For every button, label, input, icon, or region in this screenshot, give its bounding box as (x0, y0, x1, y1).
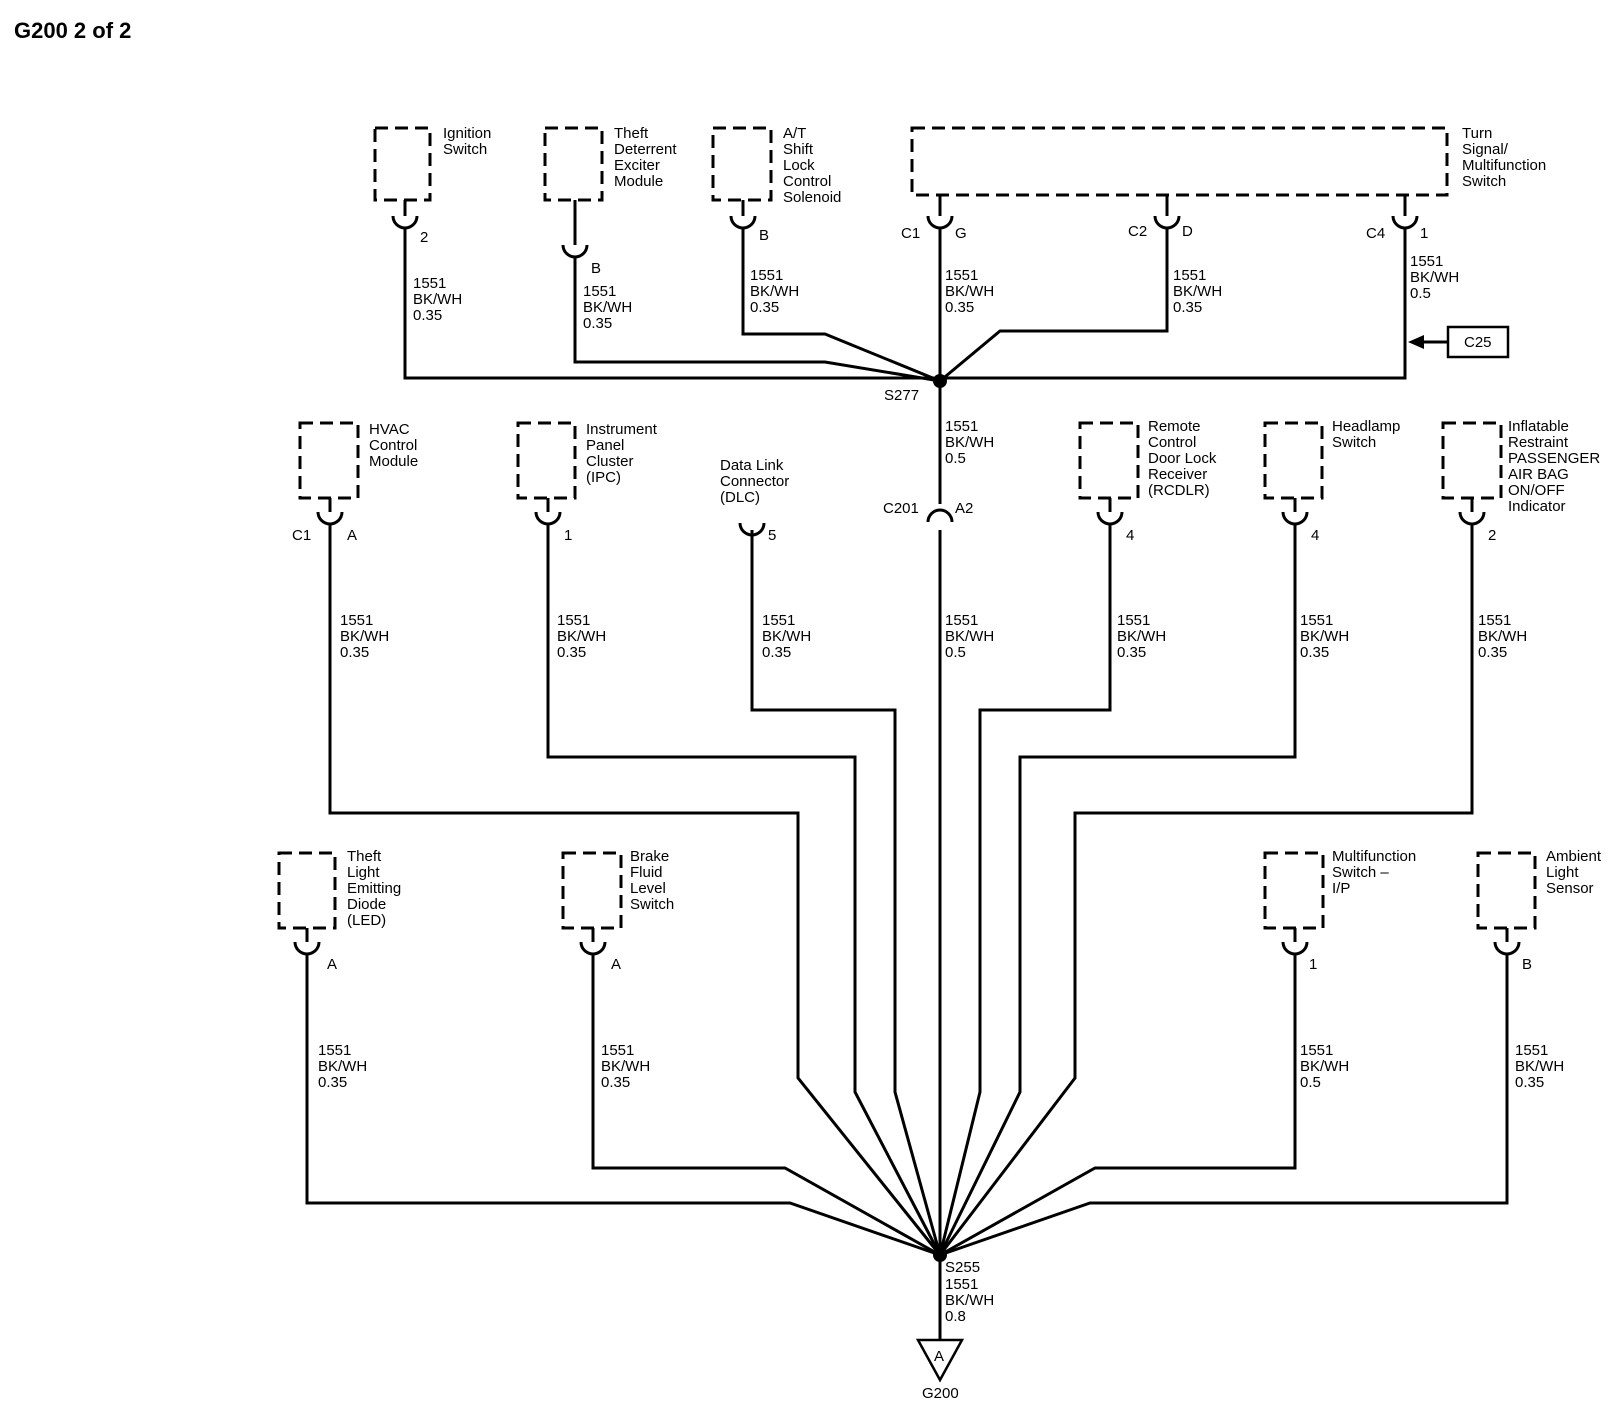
wires (305, 228, 1509, 1340)
box-theft-deterrent-module (543, 126, 604, 202)
box-ignition-switch (373, 126, 432, 202)
box-passenger-airbag-indicator (1441, 421, 1503, 500)
box-rcdlr (1078, 421, 1140, 500)
pin-label: A (611, 956, 621, 973)
box-hvac-module (298, 421, 360, 500)
page-title: G200 2 of 2 (14, 18, 131, 43)
pin-label: 1 (1420, 225, 1428, 242)
splice-label-s255: S255 (945, 1259, 980, 1276)
box-shift-lock-solenoid (711, 126, 773, 202)
component-boxes (277, 126, 1537, 930)
reference-box (1446, 325, 1510, 359)
box-ambient-light-sensor (1476, 851, 1537, 930)
ground-name: G200 (922, 1385, 959, 1402)
connector-label: C1 (292, 527, 311, 544)
splice-label-s277: S277 (884, 387, 919, 404)
connector-label: C201 (883, 500, 919, 517)
reference-arrow-icon (1408, 335, 1424, 349)
connector-label: C4 (1366, 225, 1385, 242)
box-brake-fluid-switch (561, 851, 623, 930)
pin-label: 1 (564, 527, 572, 544)
splice-dot-s255 (933, 1248, 947, 1262)
box-headlamp-switch (1263, 421, 1324, 500)
pin-label: D (1182, 223, 1193, 240)
pin-label: 2 (1488, 527, 1496, 544)
pin-label: 4 (1126, 527, 1134, 544)
pin-label: G (955, 225, 967, 242)
connector-label: C2 (1128, 223, 1147, 240)
reference-label: C25 (1464, 334, 1492, 351)
ground-symbol: A (934, 1348, 944, 1365)
box-multifunction-switch-ip (1263, 851, 1325, 930)
pin-label: 1 (1309, 956, 1317, 973)
pin-label: A (347, 527, 357, 544)
pin-label: B (759, 227, 769, 244)
pin-labels: 2 B B C1 G C2 D C4 1 C1 A 1 5 C201 A2 4 … (292, 223, 1532, 973)
pin-label: 4 (1311, 527, 1319, 544)
box-theft-led (277, 851, 337, 930)
pin-label: A (327, 956, 337, 973)
connector-label: C1 (901, 225, 920, 242)
pin-label: 2 (420, 229, 428, 246)
pin-label: B (1522, 956, 1532, 973)
splice-dot-s277 (933, 374, 947, 388)
box-turn-signal-switch (910, 126, 1449, 197)
pin-label: A2 (955, 500, 973, 517)
box-ipc (516, 421, 577, 500)
pin-label: 5 (768, 527, 776, 544)
pin-label: B (591, 260, 601, 277)
connector-cups (293, 195, 1521, 956)
ground-icon (915, 1338, 965, 1383)
